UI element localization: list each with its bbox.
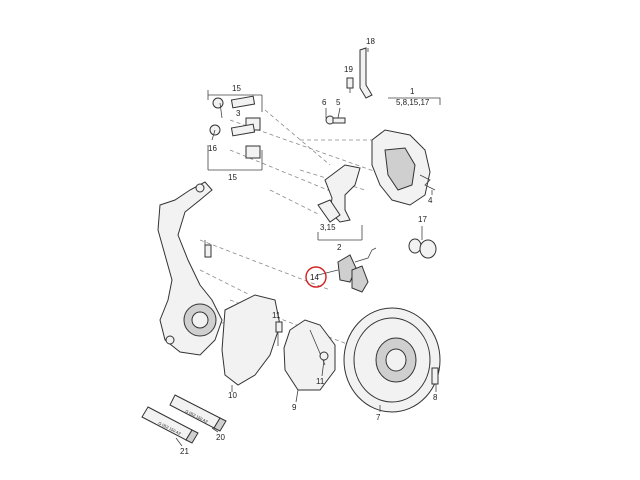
brake-caliper xyxy=(371,129,431,206)
callout-21: 21 xyxy=(180,447,189,456)
callout-20: 20 xyxy=(216,433,225,442)
callout-1: 1 xyxy=(410,87,415,96)
callout-14: 14 xyxy=(310,273,319,282)
callout-11-b: 11 xyxy=(316,377,325,386)
callout-16: 16 xyxy=(208,144,217,153)
callout-4: 4 xyxy=(428,196,433,205)
steering-knuckle xyxy=(157,181,223,356)
callout-10: 10 xyxy=(228,391,237,400)
callout-19: 19 xyxy=(344,65,353,74)
callout-9: 9 xyxy=(292,403,297,412)
group-brackets xyxy=(207,90,441,241)
callout-numbers: 1 5,8,15,17 2 3 3,15 4 5 6 7 8 9 10 11 1… xyxy=(180,37,438,456)
caliper-carrier xyxy=(317,164,361,223)
callout-8: 8 xyxy=(433,393,438,402)
callout-17: 17 xyxy=(418,215,427,224)
callout-15-top: 15 xyxy=(232,84,241,93)
highlight-circle xyxy=(305,266,327,288)
callout-5: 5 xyxy=(336,98,341,107)
callout-11-a: 11 xyxy=(272,311,281,320)
splash-shield-rear xyxy=(221,294,281,386)
callout-18: 18 xyxy=(366,37,375,46)
brake-pads xyxy=(337,247,377,293)
callout-1-sub: 5,8,15,17 xyxy=(396,98,430,107)
brake-disc xyxy=(343,307,441,413)
callout-6: 6 xyxy=(322,98,327,107)
fasteners xyxy=(204,47,439,385)
callout-7: 7 xyxy=(376,413,381,422)
grease-tubes: G 052 150 A2 G 052 150 A2 xyxy=(141,394,227,444)
callout-15-bottom: 15 xyxy=(228,173,237,182)
callout-3-top: 3 xyxy=(236,109,241,118)
callout-2: 2 xyxy=(337,243,342,252)
callout-leaders xyxy=(175,48,437,447)
callout-3-15: 3,15 xyxy=(320,223,336,232)
